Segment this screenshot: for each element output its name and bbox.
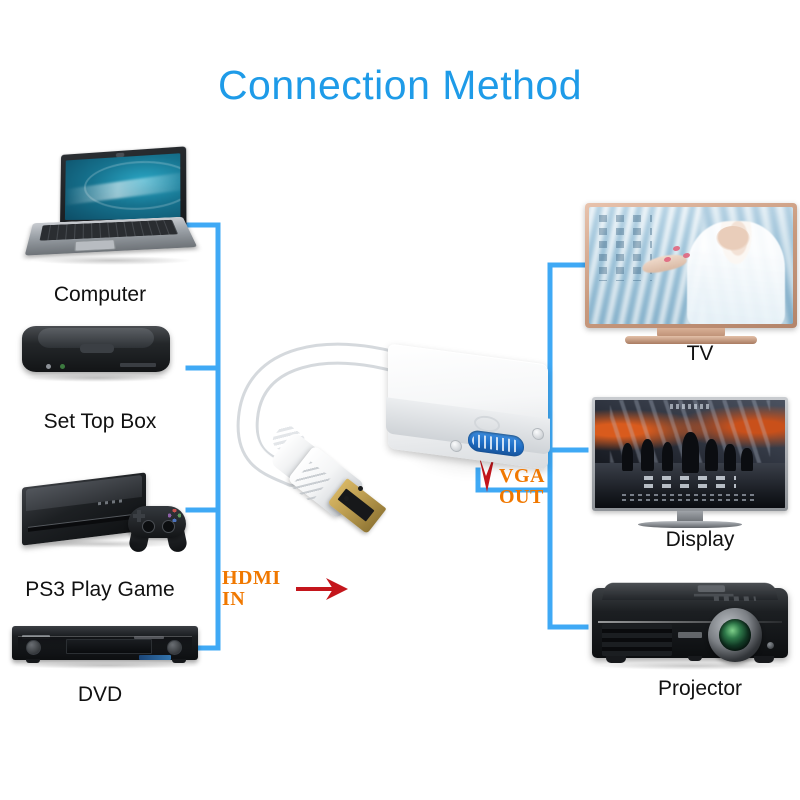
output-label-tv: TV bbox=[686, 342, 714, 365]
laptop-icon bbox=[22, 146, 202, 272]
output-label-projector: Projector bbox=[657, 677, 743, 700]
hdmi-to-vga-adapter bbox=[236, 300, 561, 550]
source-label-ps3: PS3 Play Game bbox=[25, 578, 175, 601]
vga-out-callout: VGA OUT bbox=[499, 466, 545, 508]
vga-out-callout-line1: VGA bbox=[499, 465, 545, 487]
source-label-dvd: DVD bbox=[77, 683, 123, 706]
hdmi-in-callout: HDMI IN bbox=[222, 568, 281, 610]
game-console-icon bbox=[18, 470, 198, 560]
source-label-set-top-box: Set Top Box bbox=[43, 410, 157, 433]
hdmi-in-callout-line2: IN bbox=[222, 588, 246, 610]
vga-out-callout-line2: OUT bbox=[499, 486, 544, 508]
source-label-computer: Computer bbox=[53, 283, 147, 306]
set-top-box-icon bbox=[12, 318, 187, 388]
projector-icon bbox=[592, 580, 788, 672]
dvd-player-icon bbox=[8, 620, 204, 676]
hdmi-in-arrow bbox=[296, 578, 348, 600]
monitor-icon bbox=[592, 397, 788, 529]
hdmi-in-callout-line1: HDMI bbox=[222, 567, 281, 589]
television-icon bbox=[585, 203, 797, 345]
page-title: Connection Method bbox=[217, 62, 583, 108]
output-label-display: Display bbox=[665, 528, 735, 551]
